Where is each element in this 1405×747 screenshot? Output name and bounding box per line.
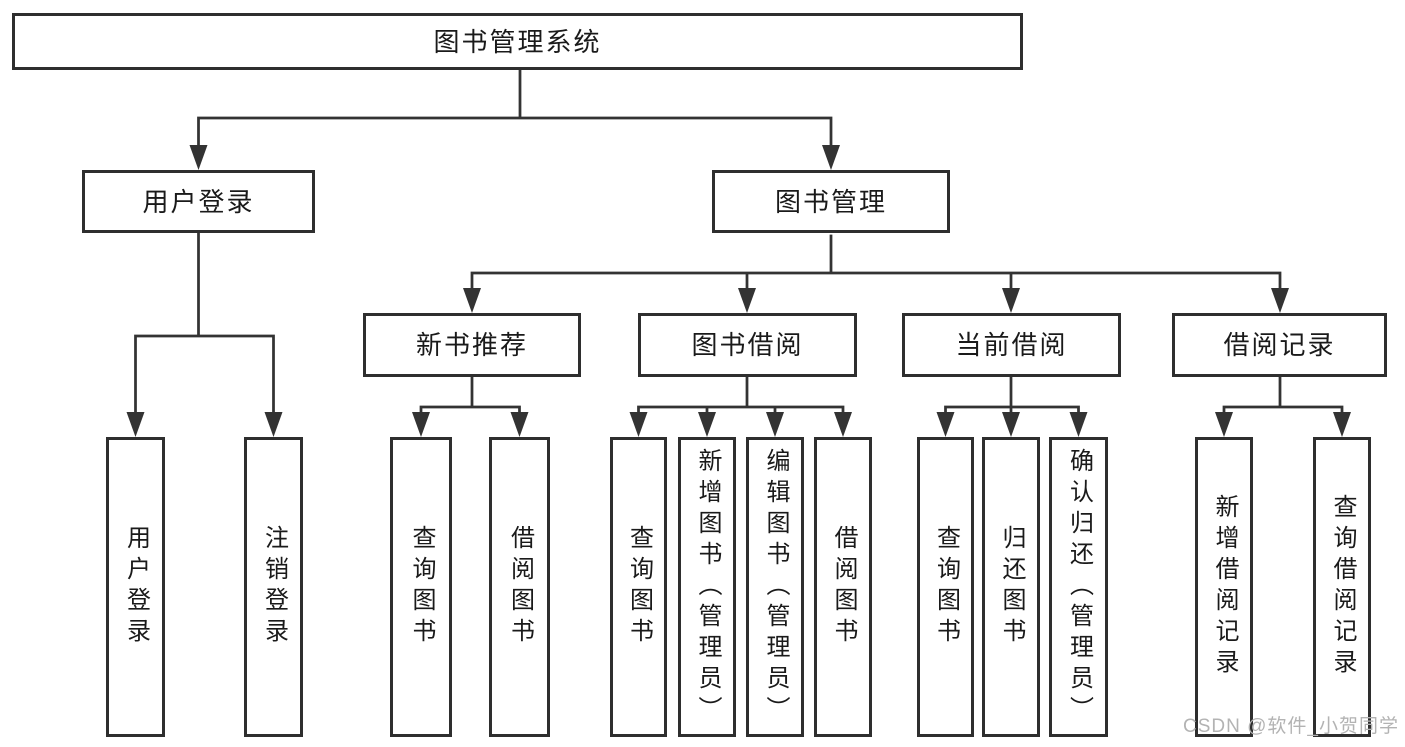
leaf-query-book-recommend-label: 查询图书 [408,525,435,649]
leaf-logout-label: 注销登录 [260,525,288,649]
leaf-add-borrow-record-label: 新增借阅记录 [1211,494,1238,680]
node-book-management-label: 图书管理 [774,186,887,217]
leaf-query-borrow-record: 查询借阅记录 [1313,437,1371,737]
leaf-user-login: 用户登录 [106,437,165,737]
leaf-add-book-admin: 新增图书（管理员） [678,437,736,737]
leaf-query-book-recommend: 查询图书 [390,437,452,737]
leaf-user-login-label: 用户登录 [122,525,150,649]
leaf-query-book-current: 查询图书 [917,437,974,737]
leaf-query-book-borrow: 查询图书 [610,437,667,737]
leaf-borrow-book-borrow: 借阅图书 [814,437,872,737]
csdn-watermark: CSDN @软件_小贺同学 [1183,716,1399,737]
leaf-add-book-admin-label: 新增图书（管理员） [694,447,721,727]
leaf-query-book-current-label: 查询图书 [932,525,960,649]
leaf-query-borrow-record-label: 查询借阅记录 [1329,494,1356,680]
node-book-management: 图书管理 [712,170,950,233]
node-book-borrowing-label: 图书借阅 [691,330,804,360]
node-current-borrowing-label: 当前借阅 [955,330,1068,360]
arrowheads [126,145,1351,437]
leaf-edit-book-admin-label: 编辑图书（管理员） [762,447,789,727]
leaf-borrow-book-recommend: 借阅图书 [489,437,550,737]
node-borrowing-records-label: 借阅记录 [1223,330,1336,360]
node-new-book-recommend: 新书推荐 [363,313,581,377]
node-book-borrowing: 图书借阅 [638,313,857,377]
leaf-confirm-return-admin: 确认归还（管理员） [1049,437,1108,737]
node-user-login-label: 用户登录 [142,186,255,217]
node-current-borrowing: 当前借阅 [902,313,1121,377]
leaf-edit-book-admin: 编辑图书（管理员） [746,437,804,737]
leaf-return-book: 归还图书 [982,437,1040,737]
node-library-management-system: 图书管理系统 [12,13,1023,70]
leaf-confirm-return-admin-label: 确认归还（管理员） [1065,447,1093,727]
node-borrowing-records: 借阅记录 [1172,313,1387,377]
node-new-book-recommend-label: 新书推荐 [415,330,528,360]
leaf-logout: 注销登录 [244,437,303,737]
node-user-login: 用户登录 [82,170,315,233]
leaf-query-book-borrow-label: 查询图书 [625,525,653,649]
leaf-borrow-book-recommend-label: 借阅图书 [506,525,534,649]
leaf-add-borrow-record: 新增借阅记录 [1195,437,1253,737]
node-library-management-system-label: 图书管理系统 [433,26,602,57]
leaf-return-book-label: 归还图书 [998,525,1025,649]
leaf-borrow-book-borrow-label: 借阅图书 [830,525,857,649]
